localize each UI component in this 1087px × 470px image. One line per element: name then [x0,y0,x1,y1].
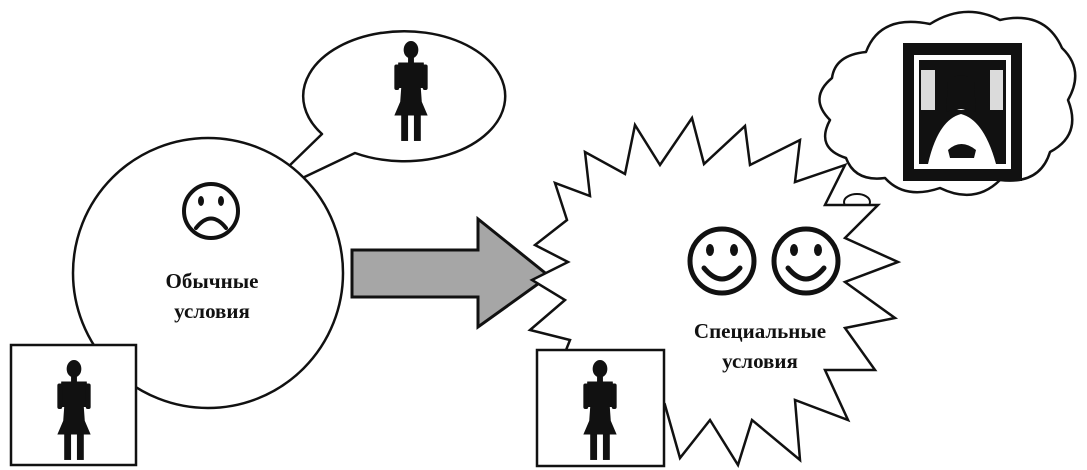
special-conditions-label-line1: Специальные [694,319,826,343]
happy-face-icon [687,226,757,296]
photo-frame-left [9,343,138,467]
special-conditions-group: Специальные условия [527,10,1077,468]
special-conditions-label-line2: условия [722,349,798,373]
ordinary-conditions-circle [71,136,345,410]
photo-frame-right [535,348,666,468]
framed-painting-icon [903,43,1022,181]
happy-face-icon [771,226,841,296]
thought-bubble [818,10,1077,237]
ordinary-conditions-label-line1: Обычные [166,269,259,293]
ordinary-conditions-label-line2: условия [174,299,250,323]
right-arrow-icon [350,215,552,330]
ordinary-conditions-group: Обычные условия [9,30,507,467]
sad-face-icon [182,182,240,240]
speech-bubble [250,30,507,204]
